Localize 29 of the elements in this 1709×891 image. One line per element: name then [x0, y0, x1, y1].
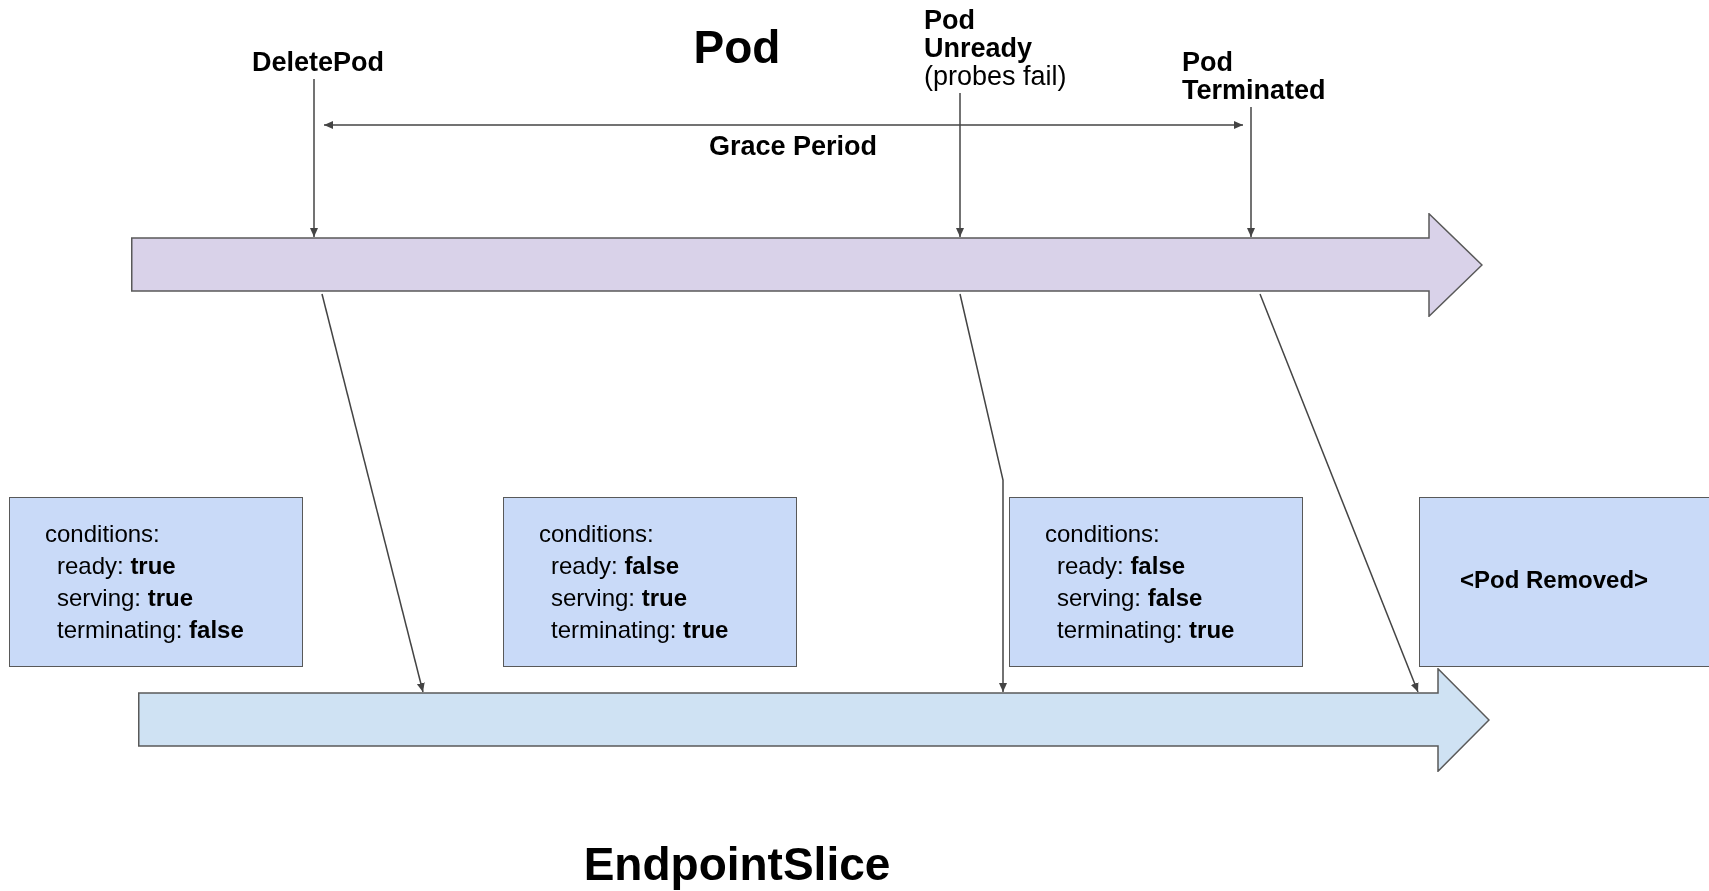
condition-line: ready: true	[57, 551, 176, 581]
arrow	[956, 92, 964, 238]
arrow	[1259, 293, 1419, 693]
arrow	[310, 78, 318, 238]
condition-line: serving: false	[1057, 583, 1203, 613]
condition-line: terminating: false	[57, 615, 244, 645]
condition-line: terminating: true	[551, 615, 729, 645]
event-label: Pod Terminated	[1182, 48, 1322, 104]
arrow	[1247, 106, 1255, 238]
timeline-arrow	[138, 668, 1490, 772]
condition-line: terminating: true	[1057, 615, 1235, 645]
event-label: DeletePod	[252, 48, 386, 76]
condition-line: ready: false	[1057, 551, 1186, 581]
status-text: <Pod Removed>	[1460, 565, 1649, 595]
condition-line: serving: true	[551, 583, 688, 613]
status-box	[1419, 497, 1709, 667]
status-box	[1009, 497, 1303, 667]
condition-line: ready: false	[551, 551, 680, 581]
condition-line: serving: true	[57, 583, 194, 613]
conditions-heading: conditions:	[45, 519, 160, 549]
event-note: (probes fail)	[924, 62, 1068, 90]
event-label: Pod Unready	[924, 6, 1034, 62]
timeline-arrow	[131, 213, 1483, 317]
arrow	[959, 293, 1007, 693]
status-box	[9, 497, 303, 667]
conditions-heading: conditions:	[1045, 519, 1160, 549]
conditions-heading: conditions:	[539, 519, 654, 549]
arrow	[321, 293, 425, 693]
status-box	[503, 497, 797, 667]
